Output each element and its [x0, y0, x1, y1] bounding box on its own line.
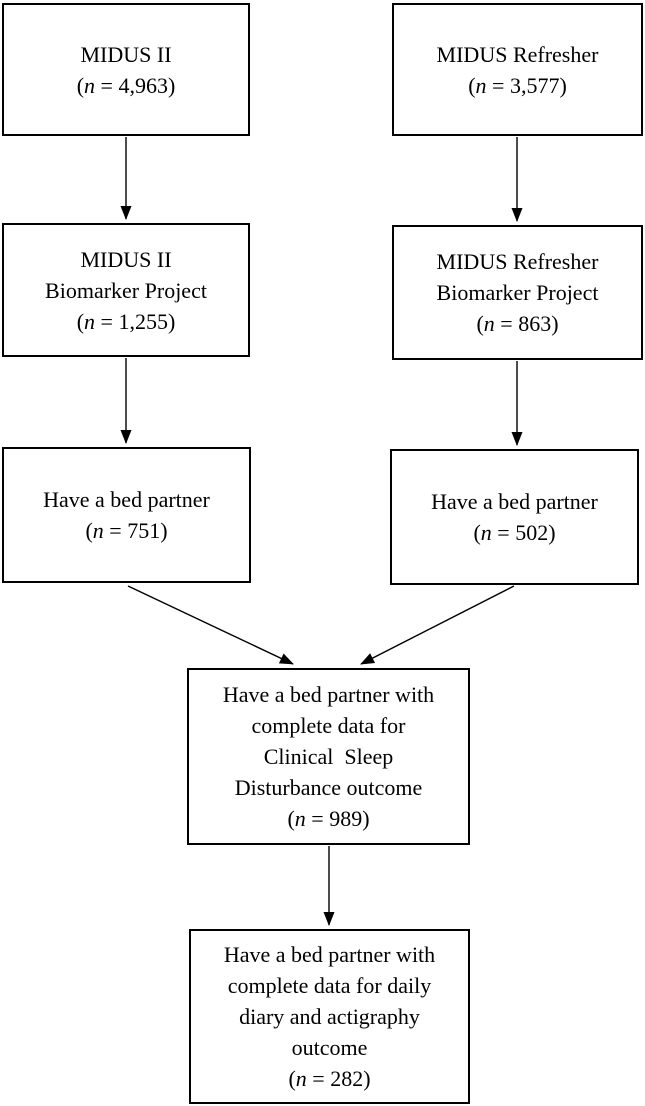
flow-box-clinical-sleep-outcome-text: Have a bed partner with complete data fo… — [222, 682, 435, 831]
flow-box-midus2: MIDUS II (n = 4,963) — [2, 3, 250, 136]
flow-box-bed-partner-midus2: Have a bed partner (n = 751) — [2, 447, 251, 583]
flow-box-midus2-text: MIDUS II (n = 4,963) — [76, 41, 176, 98]
flow-box-bed-partner-midus2-text: Have a bed partner (n = 751) — [43, 487, 210, 543]
flow-box-daily-diary-outcome: Have a bed partner with complete data fo… — [189, 929, 470, 1104]
flow-box-bed-partner-refresher: Have a bed partner (n = 502) — [390, 449, 639, 585]
flow-box-clinical-sleep-outcome: Have a bed partner with complete data fo… — [187, 668, 470, 845]
arrow-bedpartner-left-to-clinical — [127, 585, 294, 665]
flow-box-daily-diary-outcome-text: Have a bed partner with complete data fo… — [223, 942, 436, 1091]
flow-box-midus-refresher-biomarker: MIDUS Refresher Biomarker Project (n = 8… — [392, 225, 643, 360]
flow-box-midus2-biomarker: MIDUS II Biomarker Project (n = 1,255) — [2, 223, 250, 357]
flow-box-midus-refresher-text: MIDUS Refresher (n = 3,577) — [436, 41, 599, 98]
flow-box-midus-refresher: MIDUS Refresher (n = 3,577) — [392, 3, 643, 136]
arrow-bedpartner-right-to-clinical — [360, 585, 515, 665]
flow-box-midus-refresher-biomarker-text: MIDUS Refresher Biomarker Project (n = 8… — [436, 249, 599, 336]
flow-box-midus2-biomarker-text: MIDUS II Biomarker Project (n = 1,255) — [45, 246, 207, 334]
flow-box-bed-partner-refresher-text: Have a bed partner (n = 502) — [431, 489, 598, 545]
